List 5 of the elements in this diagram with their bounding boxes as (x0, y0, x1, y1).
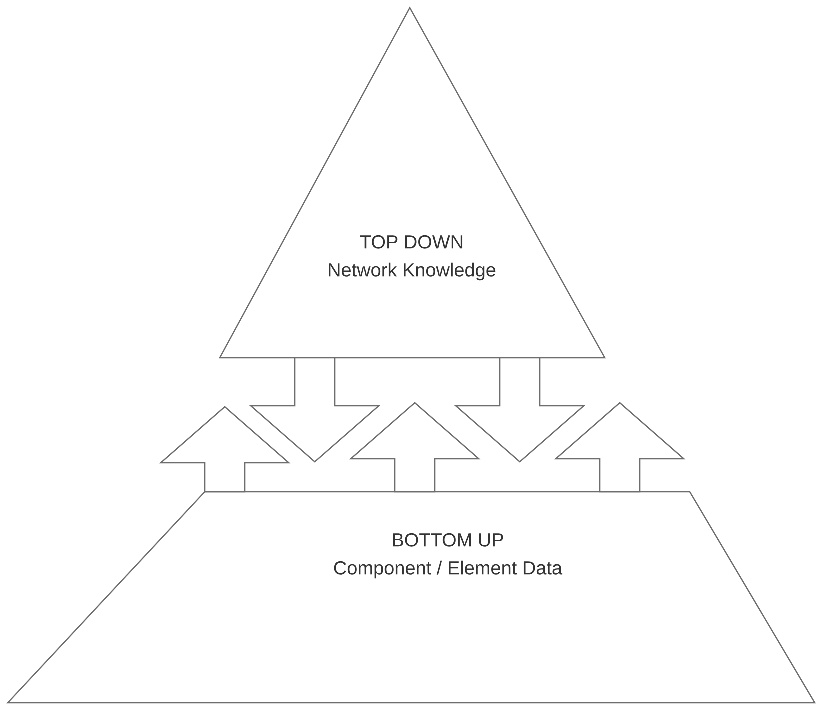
block-arrow (554, 402, 686, 493)
block-arrow (159, 406, 291, 493)
block-arrow (249, 357, 381, 463)
block-arrow (349, 402, 481, 493)
block-arrow (454, 357, 586, 463)
